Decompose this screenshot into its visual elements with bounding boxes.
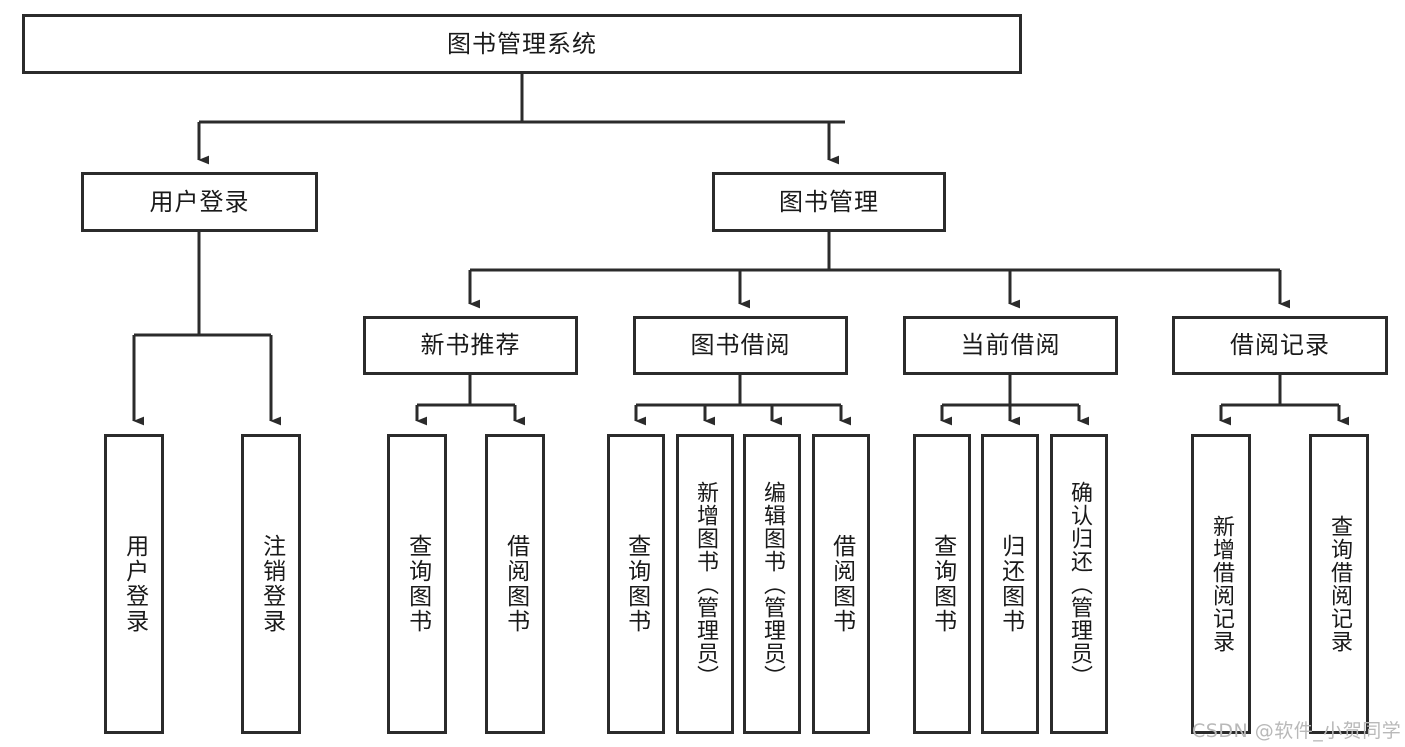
leaf-query-borrow-record[interactable]: 查询借阅记录: [1309, 434, 1369, 734]
connector-current-borrow-to-leaves: [940, 375, 1090, 426]
node-borrow-record[interactable]: 借阅记录: [1172, 316, 1388, 375]
leaf-add-borrow-record[interactable]: 新增借阅记录: [1191, 434, 1251, 734]
leaf-user-login[interactable]: 用户登录: [104, 434, 164, 734]
node-book-management[interactable]: 图书管理: [712, 172, 946, 232]
node-new-book-recommend[interactable]: 新书推荐: [363, 316, 578, 375]
leaf-query-book-current[interactable]: 查询图书: [913, 434, 971, 734]
node-label: 当前借阅: [960, 331, 1061, 360]
node-label: 查询借阅记录: [1326, 515, 1352, 653]
leaf-query-book-borrow[interactable]: 查询图书: [607, 434, 665, 734]
node-user-login[interactable]: 用户登录: [81, 172, 318, 232]
leaf-borrow-book-newbook[interactable]: 借阅图书: [485, 434, 545, 734]
node-label: 图书管理系统: [447, 29, 597, 58]
leaf-edit-book-admin[interactable]: 编辑图书（管理员）: [743, 434, 801, 734]
node-label: 借阅图书: [828, 534, 855, 634]
node-label: 归还图书: [997, 534, 1024, 634]
leaf-borrow-book[interactable]: 借阅图书: [812, 434, 870, 734]
leaf-logout[interactable]: 注销登录: [241, 434, 301, 734]
leaf-return-book[interactable]: 归还图书: [981, 434, 1039, 734]
node-label: 确认归还（管理员）: [1066, 480, 1092, 688]
connector-book-manage-to-level3: [468, 232, 1291, 309]
node-root-system[interactable]: 图书管理系统: [22, 14, 1022, 74]
node-label: 注销登录: [258, 534, 285, 634]
node-label: 新增借阅记录: [1208, 515, 1234, 653]
connector-book-borrow-to-leaves: [634, 375, 852, 426]
node-label: 借阅记录: [1230, 331, 1330, 360]
node-label: 查询图书: [623, 534, 650, 634]
node-label: 借阅图书: [502, 534, 529, 634]
node-label: 用户登录: [121, 534, 148, 634]
leaf-query-book-newbook[interactable]: 查询图书: [387, 434, 447, 734]
connector-user-login-to-leaves: [132, 232, 282, 426]
connector-borrow-record-to-leaves: [1219, 375, 1350, 426]
node-label: 查询图书: [929, 534, 956, 634]
connector-root-to-level2: [197, 74, 845, 165]
leaf-confirm-return-admin[interactable]: 确认归还（管理员）: [1050, 434, 1108, 734]
node-label: 新增图书（管理员）: [692, 480, 718, 688]
node-label: 用户登录: [149, 187, 250, 216]
node-label: 新书推荐: [420, 331, 521, 360]
node-label: 查询图书: [404, 534, 431, 634]
node-label: 编辑图书（管理员）: [759, 480, 785, 688]
node-label: 图书管理: [779, 187, 879, 216]
node-book-borrow[interactable]: 图书借阅: [633, 316, 848, 375]
node-label: 图书借阅: [690, 331, 791, 360]
leaf-add-book-admin[interactable]: 新增图书（管理员）: [676, 434, 734, 734]
node-current-borrow[interactable]: 当前借阅: [903, 316, 1118, 375]
connector-new-book-to-leaves: [415, 375, 526, 426]
